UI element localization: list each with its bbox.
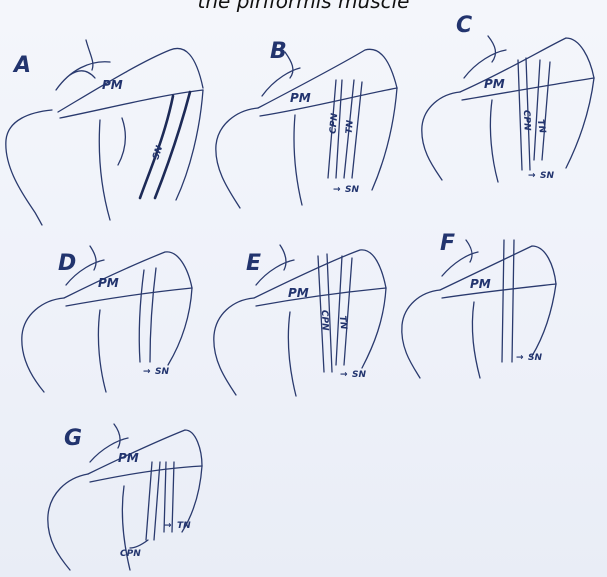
panel-c-cpn-label: CPN: [521, 110, 532, 132]
panel-b-pm-muscle-bottom: [260, 88, 397, 116]
panel-d-sn-arrow: →: [143, 367, 151, 377]
panel-e-cpn-label: CPN: [319, 310, 330, 332]
panel-c-pelvis-outline: [464, 36, 506, 78]
panel-f-femur-outline: [402, 290, 440, 378]
panel-a-lesser-trochanter: [99, 118, 125, 220]
panel-e-ilium-edge: [362, 288, 386, 368]
panel-c-sn-arrow: →: [528, 171, 536, 181]
panel-e-pm-label: PM: [288, 286, 309, 300]
panel-f-sn-label: SN: [528, 353, 542, 363]
panel-d-femur-outline: [22, 298, 64, 392]
panel-g-femur-outline: [48, 474, 88, 570]
panel-b-cpn-label: CPN: [329, 112, 341, 134]
panel-b-sn-arrow: →: [333, 185, 341, 195]
panel-a-femur-outline: [6, 110, 52, 225]
panel-e-tn-band: [336, 256, 352, 365]
panel-g-tn-label: TN: [177, 521, 191, 531]
panel-d: D PM → SN: [22, 246, 192, 392]
panel-d-bone-lower: [98, 310, 106, 392]
panel-f-letter: F: [440, 231, 455, 256]
panel-g-cpn-label: CPN: [120, 549, 141, 559]
panel-c: C PM CPN TN → SN: [422, 13, 594, 182]
panel-e-letter: E: [246, 251, 261, 276]
panel-b: B PM CPN TN → SN: [216, 39, 397, 208]
panel-b-ilium-edge: [372, 88, 397, 190]
panel-f-sn-arrow: →: [516, 353, 524, 363]
panel-a-pm-muscle-bottom: [60, 90, 203, 118]
panel-d-pm-muscle-bottom: [66, 288, 192, 306]
panel-f-pm-muscle-top: [440, 246, 556, 290]
panel-f-pm-muscle-bottom: [442, 284, 556, 298]
panel-f-ilium-edge: [532, 284, 556, 356]
panel-a-ilium-edge: [176, 90, 203, 200]
panel-d-sn-band: [139, 268, 156, 362]
panel-g-tn-arrow: →: [164, 521, 172, 531]
panel-c-femur-outline: [422, 92, 460, 180]
panel-d-pm-label: PM: [98, 276, 119, 290]
panel-g-cpn-band: [146, 462, 160, 540]
panel-c-sn-label: SN: [540, 171, 554, 181]
panel-c-tn-label: TN: [535, 119, 547, 135]
panel-c-letter: C: [456, 13, 472, 38]
panel-c-bone-lower: [490, 100, 498, 182]
panel-b-femur-outline: [216, 108, 258, 208]
panel-a-sn-label: SN: [151, 144, 165, 161]
panel-g-letter: G: [64, 426, 82, 451]
panel-c-tn-band: [534, 60, 550, 160]
panel-e-pelvis-outline: [256, 245, 294, 285]
panel-e: E PM CPN TN → SN: [214, 245, 386, 396]
panel-b-sn-label: SN: [345, 185, 359, 195]
panel-g-pm-muscle-bottom: [90, 466, 202, 482]
panel-a-letter: A: [12, 53, 31, 78]
panel-f-pm-label: PM: [470, 277, 491, 291]
panel-e-sn-arrow: →: [340, 370, 348, 380]
panel-e-femur-outline: [214, 298, 254, 395]
panel-g: G PM → TN CPN: [48, 424, 202, 570]
panel-d-sn-label: SN: [155, 367, 169, 377]
panel-g-cpn-pointer: [130, 540, 148, 548]
panel-c-ilium-edge: [566, 78, 594, 168]
panel-b-letter: B: [270, 39, 287, 64]
panel-c-pm-label: PM: [484, 77, 505, 91]
panel-f-sn-band: [502, 240, 514, 362]
panel-b-pm-label: PM: [290, 91, 311, 105]
panel-d-ilium-edge: [168, 288, 192, 365]
panel-d-letter: D: [58, 251, 76, 276]
panel-d-pm-muscle-top: [64, 252, 192, 298]
panel-a: A PM SN: [6, 40, 203, 225]
panel-b-tn-label: TN: [345, 119, 356, 134]
panel-g-pm-label: PM: [118, 451, 139, 465]
panel-e-tn-label: TN: [337, 315, 348, 330]
panel-b-bone-lower: [294, 115, 302, 205]
panel-f: F PM → SN: [402, 231, 556, 378]
panel-e-sn-label: SN: [352, 370, 366, 380]
panel-f-bone-lower: [472, 302, 480, 378]
panel-a-pm-label: PM: [102, 78, 123, 92]
panel-e-bone-lower: [288, 312, 296, 396]
